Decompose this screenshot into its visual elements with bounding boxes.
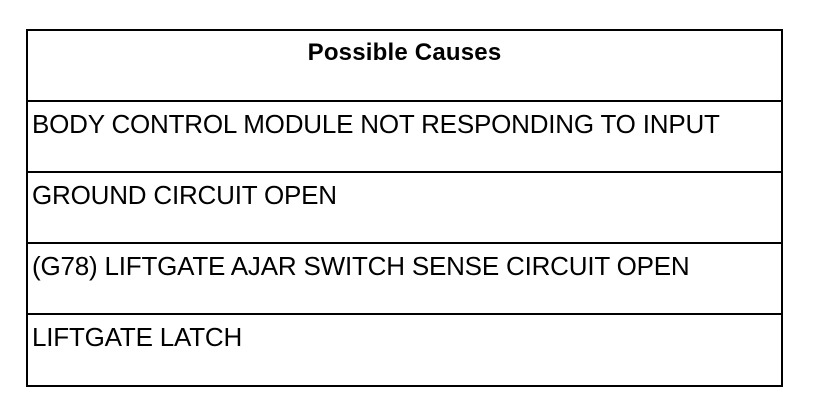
- possible-causes-table: Possible Causes BODY CONTROL MODULE NOT …: [26, 29, 783, 387]
- table-row: LIFTGATE LATCH: [28, 315, 781, 385]
- cause-liftgate-latch: LIFTGATE LATCH: [32, 322, 243, 352]
- cause-ground-circuit: GROUND CIRCUIT OPEN: [32, 180, 337, 210]
- cause-body-control-module: BODY CONTROL MODULE NOT RESPONDING TO IN…: [32, 109, 720, 139]
- cause-liftgate-ajar-switch: (G78) LIFTGATE AJAR SWITCH SENSE CIRCUIT…: [32, 251, 690, 281]
- table-header: Possible Causes: [307, 39, 502, 66]
- table-row: (G78) LIFTGATE AJAR SWITCH SENSE CIRCUIT…: [28, 244, 781, 315]
- table-row: BODY CONTROL MODULE NOT RESPONDING TO IN…: [28, 102, 781, 173]
- table-header-row: Possible Causes: [28, 31, 781, 102]
- table-row: GROUND CIRCUIT OPEN: [28, 173, 781, 244]
